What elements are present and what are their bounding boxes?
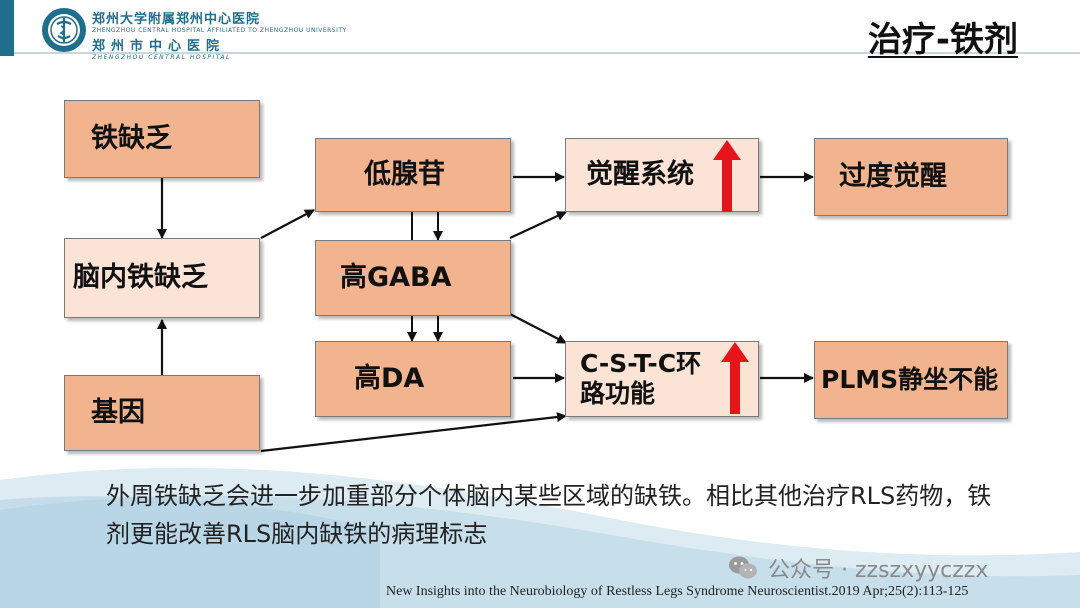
node-hypoadenosine-label: 低腺苷	[364, 158, 445, 190]
hospital-name-en: ZHENGZHOU CENTRAL HOSPITAL AFFILIATED TO…	[92, 27, 347, 34]
hospital-name-en-short: ZHENGZHOU CENTRAL HOSPITAL	[92, 54, 231, 61]
edge-gaba-to-arousal	[509, 211, 567, 239]
node-arousal-system-label: 觉醒系统	[586, 158, 694, 190]
node-genes: 基因	[64, 375, 260, 451]
edge-genes-to-cstc	[260, 412, 567, 453]
node-cstc-circuit-label: C-S-T-C环路功能	[580, 349, 702, 408]
node-plms-akathisia: PLMS静坐不能	[814, 341, 1008, 419]
edge-gaba-to-cstc	[509, 313, 567, 344]
wechat-icon	[729, 556, 757, 579]
hospital-name-cn: 郑州大学附属郑州中心医院	[92, 12, 261, 27]
node-iron-deficiency: 铁缺乏	[64, 100, 260, 178]
hospital-name-cn-short: 郑州市中心医院	[92, 39, 226, 54]
slide-title: 治疗-铁剂	[867, 20, 1018, 60]
node-genes-label: 基因	[91, 396, 145, 428]
edge-brain-to-hypoadenosine	[260, 209, 315, 239]
hospital-name-block: 郑州大学附属郑州中心医院 ZHENGZHOU CENTRAL HOSPITAL …	[92, 8, 347, 61]
hospital-emblem-icon	[42, 8, 86, 52]
increase-arrow-arousal-icon	[713, 140, 741, 212]
node-hypoadenosine: 低腺苷	[315, 138, 511, 212]
node-high-gaba-label: 高GABA	[340, 261, 452, 293]
node-plms-akathisia-label: PLMS静坐不能	[821, 365, 999, 394]
header-divider	[14, 52, 1080, 54]
node-excessive-arousal-label: 过度觉醒	[839, 160, 947, 192]
header-accent-bar	[0, 0, 14, 56]
watermark: 公众号 · zzszxyyczzx	[728, 552, 988, 584]
node-high-da: 高DA	[315, 341, 511, 417]
watermark-text: 公众号 · zzszxyyczzx	[768, 558, 989, 583]
node-excessive-arousal: 过度觉醒	[814, 138, 1008, 216]
node-cstc-circuit: C-S-T-C环路功能	[565, 341, 759, 417]
increase-arrow-cstc-icon	[721, 342, 749, 414]
node-brain-iron-deficiency: 脑内铁缺乏	[64, 238, 260, 318]
node-iron-deficiency-label: 铁缺乏	[91, 122, 172, 154]
node-high-da-label: 高DA	[354, 362, 425, 394]
node-brain-iron-deficiency-label: 脑内铁缺乏	[73, 261, 208, 293]
slide-caption: 外周铁缺乏会进一步加重部分个体脑内某些区域的缺铁。相比其他治疗RLS药物，铁剂更…	[106, 482, 992, 548]
node-high-gaba: 高GABA	[315, 240, 511, 316]
decorative-wave-background	[0, 467, 1080, 608]
reference-citation: New Insights into the Neurobiology of Re…	[386, 584, 969, 599]
